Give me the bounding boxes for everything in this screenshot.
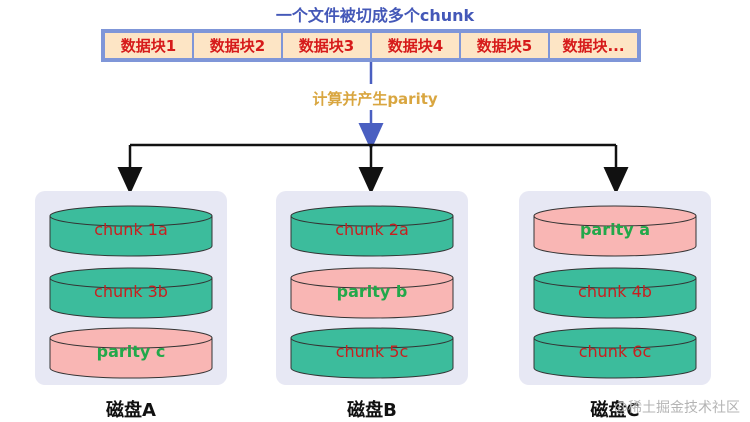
chunk-block [290,327,454,379]
disk-cylinders [290,205,454,379]
chunk-label: chunk 5c [335,342,409,361]
chunk-cell: 数据块... [550,33,637,58]
parity-block [290,267,454,319]
chunk-label: chunk 1a [94,220,168,239]
disk-a-panel: chunk 1a chunk 3b parity c [35,191,227,385]
disk-c-label: 磁盘C [590,400,640,421]
diagram-title: 一个文件被切成多个chunk [275,6,475,25]
disk-a-label: 磁盘A [106,400,156,421]
chunk-bar: 数据块1 数据块2 数据块3 数据块4 数据块5 数据块... [101,29,641,62]
chunk-label: chunk 4b [578,282,652,301]
watermark: @稀土掘金技术社区 [614,400,740,416]
parity-block [49,327,213,379]
chunk-block [533,267,697,319]
disk-b-label: 磁盘B [347,400,397,421]
parity-label: parity c [96,342,166,361]
chunk-cell: 数据块4 [372,33,459,58]
parity-label: parity a [579,220,651,239]
chunk-block [49,267,213,319]
disk-b-panel: chunk 2a parity b chunk 5c [276,191,468,385]
disk-cylinders [49,205,213,379]
chunk-label: chunk 6c [578,342,652,361]
chunk-cell: 数据块3 [283,33,370,58]
disk-cylinders [533,205,697,379]
parity-step-label: 计算并产生parity [312,90,438,108]
parity-block [533,205,697,257]
chunk-block [533,327,697,379]
chunk-label: chunk 2a [335,220,409,239]
chunk-label: chunk 3b [94,282,168,301]
disk-c-panel: parity a chunk 4b chunk 6c [519,191,711,385]
flow-arrows [117,62,629,195]
parity-label: parity b [336,282,408,301]
chunk-block [49,205,213,257]
chunk-cell: 数据块5 [461,33,548,58]
chunk-block [290,205,454,257]
chunk-cell: 数据块1 [105,33,192,58]
chunk-cell: 数据块2 [194,33,281,58]
